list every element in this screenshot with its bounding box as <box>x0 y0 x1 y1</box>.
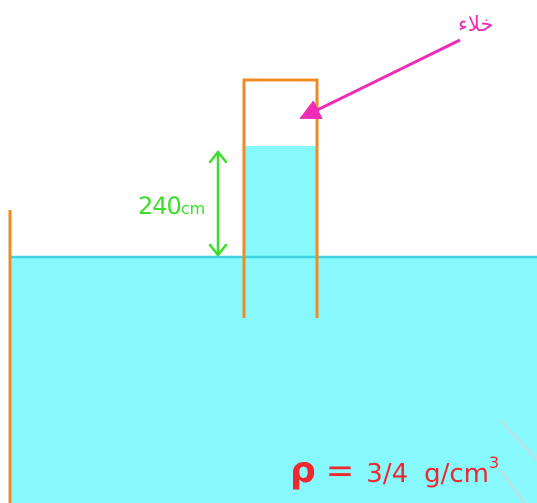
density-equals: = <box>325 451 355 491</box>
tube-liquid-column <box>244 146 317 257</box>
density-symbol: ρ <box>290 450 316 491</box>
height-unit: cm <box>180 199 206 218</box>
vacuum-label: خلاء <box>458 12 494 36</box>
density-value: 3/4 <box>366 459 409 489</box>
height-arrow <box>208 150 228 257</box>
liquid-body <box>10 257 537 503</box>
density-unit: g/cm <box>424 459 490 489</box>
height-value: 240 <box>138 192 182 220</box>
density-exponent: 3 <box>489 453 500 472</box>
reflection-hint <box>498 418 537 462</box>
height-label: 240cm <box>138 192 205 220</box>
reflection-hint <box>498 469 527 503</box>
density-label: ρ= 3/4 g/cm3 <box>290 450 499 491</box>
inverted-tube <box>242 78 319 318</box>
vacuum-pointer-arrow <box>299 38 461 120</box>
